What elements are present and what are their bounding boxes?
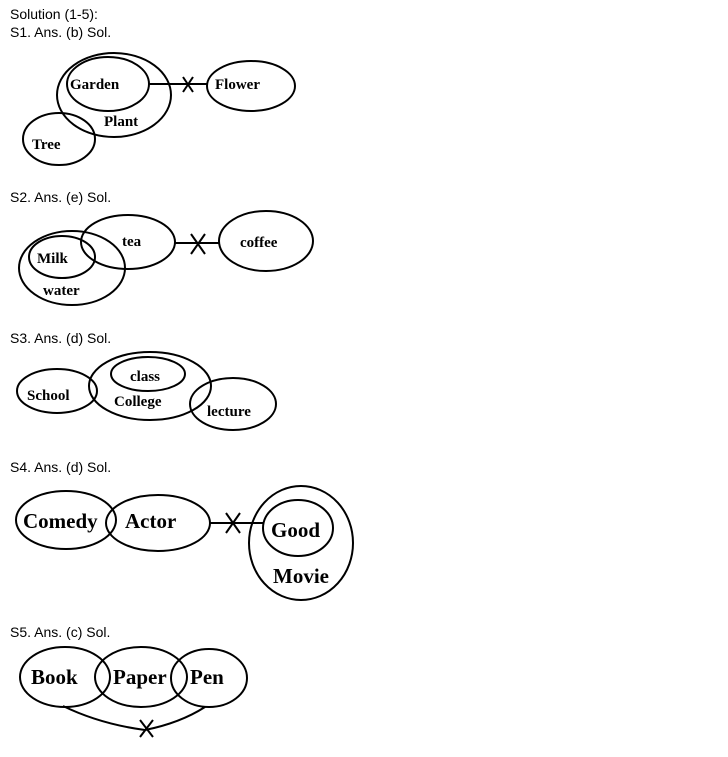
s5-connector-curve	[62, 705, 206, 732]
s2-cross-mark	[190, 233, 206, 255]
s4-label-good: Good	[271, 518, 320, 542]
s5-answer: S5. Ans. (c) Sol.	[10, 624, 111, 640]
s1-diagram: Garden Flower Plant Tree	[22, 52, 296, 166]
s4-label-actor: Actor	[125, 509, 176, 533]
s4-comedy-circle	[15, 490, 117, 550]
s4-diagram: Comedy Actor Good Movie	[15, 485, 354, 601]
s4-answer: S4. Ans. (d) Sol.	[10, 459, 112, 475]
s2-label-milk: Milk	[37, 251, 68, 267]
solution-heading: Solution (1-5):	[10, 6, 98, 22]
s5-pen-circle	[170, 648, 248, 708]
s3-lecture-circle	[189, 377, 277, 431]
s2-label-water: water	[43, 283, 80, 299]
s5-diagram: Book Paper Pen	[19, 646, 248, 738]
s3-label-class: class	[130, 369, 160, 385]
s4-movie-circle	[248, 485, 354, 601]
s5-label-pen: Pen	[190, 665, 224, 689]
s3-class-circle	[110, 356, 186, 392]
s3-label-college: College	[114, 394, 162, 410]
s1-label-tree: Tree	[32, 137, 61, 153]
s3-label-school: School	[27, 388, 70, 404]
s5-paper-circle	[94, 646, 188, 708]
s4-label-comedy: Comedy	[23, 509, 98, 533]
s4-cross-mark	[225, 512, 241, 534]
s2-milk-circle	[28, 235, 96, 279]
s3-college-circle	[88, 351, 212, 421]
s5-label-paper: Paper	[113, 665, 167, 689]
s3-answer: S3. Ans. (d) Sol.	[10, 330, 112, 346]
s1-tree-circle	[22, 112, 96, 166]
s2-label-coffee: coffee	[240, 235, 278, 251]
s1-plant-circle	[56, 52, 172, 138]
s1-label-plant: Plant	[104, 114, 138, 130]
s5-label-book: Book	[31, 665, 78, 689]
s2-answer: S2. Ans. (e) Sol.	[10, 189, 112, 205]
s1-flower-circle	[206, 60, 296, 112]
s3-label-lecture: lecture	[207, 404, 251, 420]
s5-cross-mark	[139, 719, 154, 738]
s4-good-circle	[262, 499, 334, 557]
s1-cross-mark	[182, 76, 194, 93]
s2-diagram: tea coffee Milk water	[18, 210, 314, 306]
s1-answer: S1. Ans. (b) Sol.	[10, 24, 112, 40]
s2-coffee-circle	[218, 210, 314, 272]
s3-school-circle	[16, 368, 98, 414]
s1-label-flower: Flower	[215, 77, 260, 93]
s3-diagram: class School College lecture	[16, 351, 277, 431]
s2-label-tea: tea	[122, 234, 142, 250]
s4-label-movie: Movie	[273, 564, 329, 588]
s1-label-garden: Garden	[70, 77, 120, 93]
